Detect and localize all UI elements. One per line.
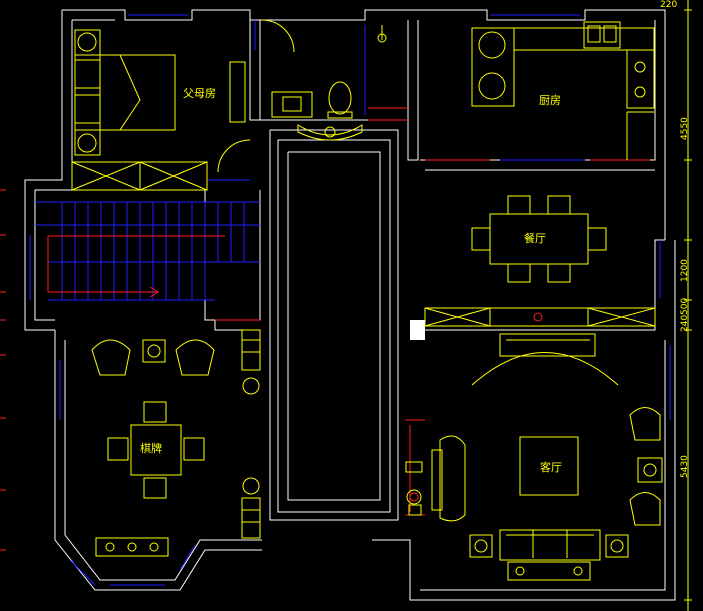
chess-room-furniture: [91, 329, 261, 557]
room-label-living: 客厅: [540, 461, 562, 474]
dining-furniture: [471, 195, 607, 283]
column-block: [410, 320, 425, 340]
parents-bedroom-furniture: [71, 19, 295, 191]
bathroom-fixtures: [271, 25, 387, 141]
room-label-parents-bedroom: 父母房: [183, 87, 216, 100]
outer-walls: [24, 9, 676, 601]
kitchen-fixtures: [471, 21, 655, 160]
dimension-line: [684, 0, 692, 611]
left-edge-ticks: [0, 189, 6, 551]
tv-cabinet: [424, 307, 656, 386]
stair-direction-arrow: [47, 235, 225, 298]
living-room-furniture: [405, 407, 663, 581]
room-label-kitchen: 厨房: [539, 94, 561, 107]
dimension-right-2: 1200: [680, 259, 690, 282]
dimension-right-4: 500: [680, 297, 690, 315]
red-markers: [215, 107, 650, 516]
dimension-right-3: 240: [680, 314, 690, 332]
room-label-dining: 餐厅: [524, 232, 546, 245]
staircase: [35, 201, 260, 301]
dimension-top-right: 220: [660, 0, 678, 10]
plant-markers: [409, 312, 543, 502]
windows: [29, 14, 671, 586]
room-label-chess: 棋牌: [140, 442, 162, 455]
dimension-right-5: 5430: [680, 455, 690, 478]
dimension-right-1: 4550: [680, 117, 690, 140]
